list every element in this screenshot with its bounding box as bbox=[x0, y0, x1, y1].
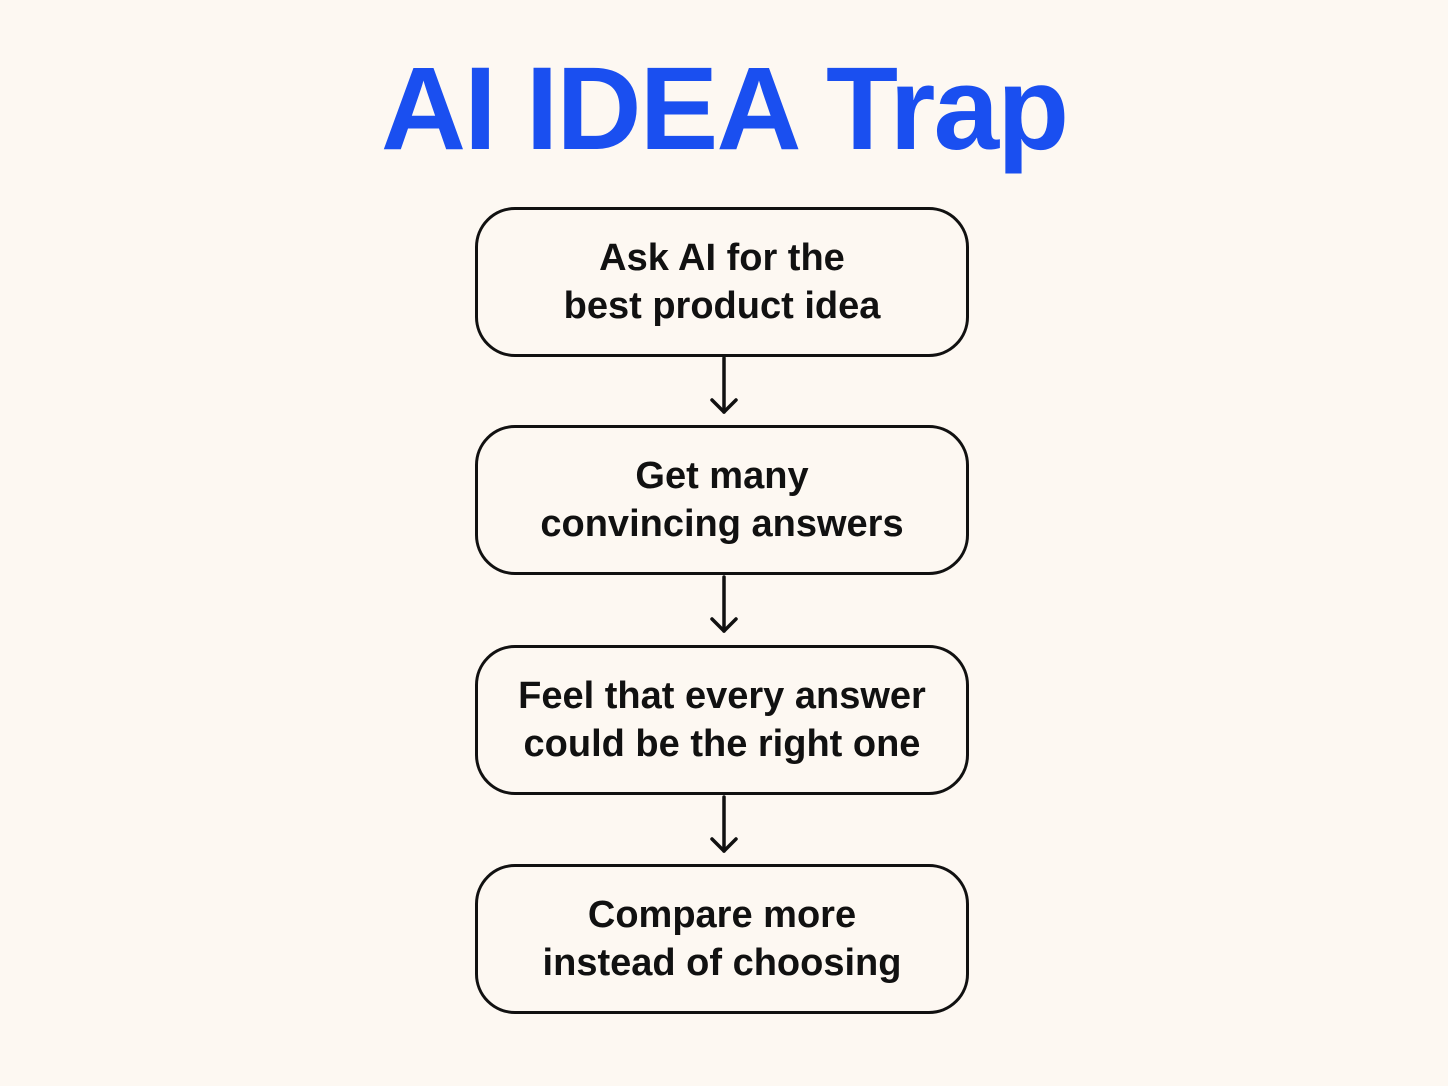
flow-step-4: Compare more instead of choosing bbox=[475, 864, 969, 1014]
flow-step-3-line-2: could be the right one bbox=[523, 723, 921, 765]
diagram-title: AI IDEA Trap bbox=[380, 43, 1069, 175]
flow-step-1-line-2: best product idea bbox=[563, 285, 881, 327]
flow-step-4-line-1: Compare more bbox=[587, 894, 857, 936]
down-arrow-icon bbox=[710, 575, 738, 633]
down-arrow-icon bbox=[710, 356, 738, 414]
flow-step-3-line-1: Feel that every answer bbox=[518, 675, 926, 717]
down-arrow-icon bbox=[710, 795, 738, 853]
flow-step-2-line-1: Get many bbox=[635, 455, 809, 497]
flow-step-3: Feel that every answer could be the righ… bbox=[475, 645, 969, 795]
flow-step-2: Get many convincing answers bbox=[475, 425, 969, 575]
flow-step-1: Ask AI for the best product idea bbox=[475, 207, 969, 357]
flow-step-1-line-1: Ask AI for the bbox=[599, 237, 845, 279]
flow-step-2-line-2: convincing answers bbox=[540, 503, 904, 545]
flow-step-4-line-2: instead of choosing bbox=[542, 942, 902, 984]
